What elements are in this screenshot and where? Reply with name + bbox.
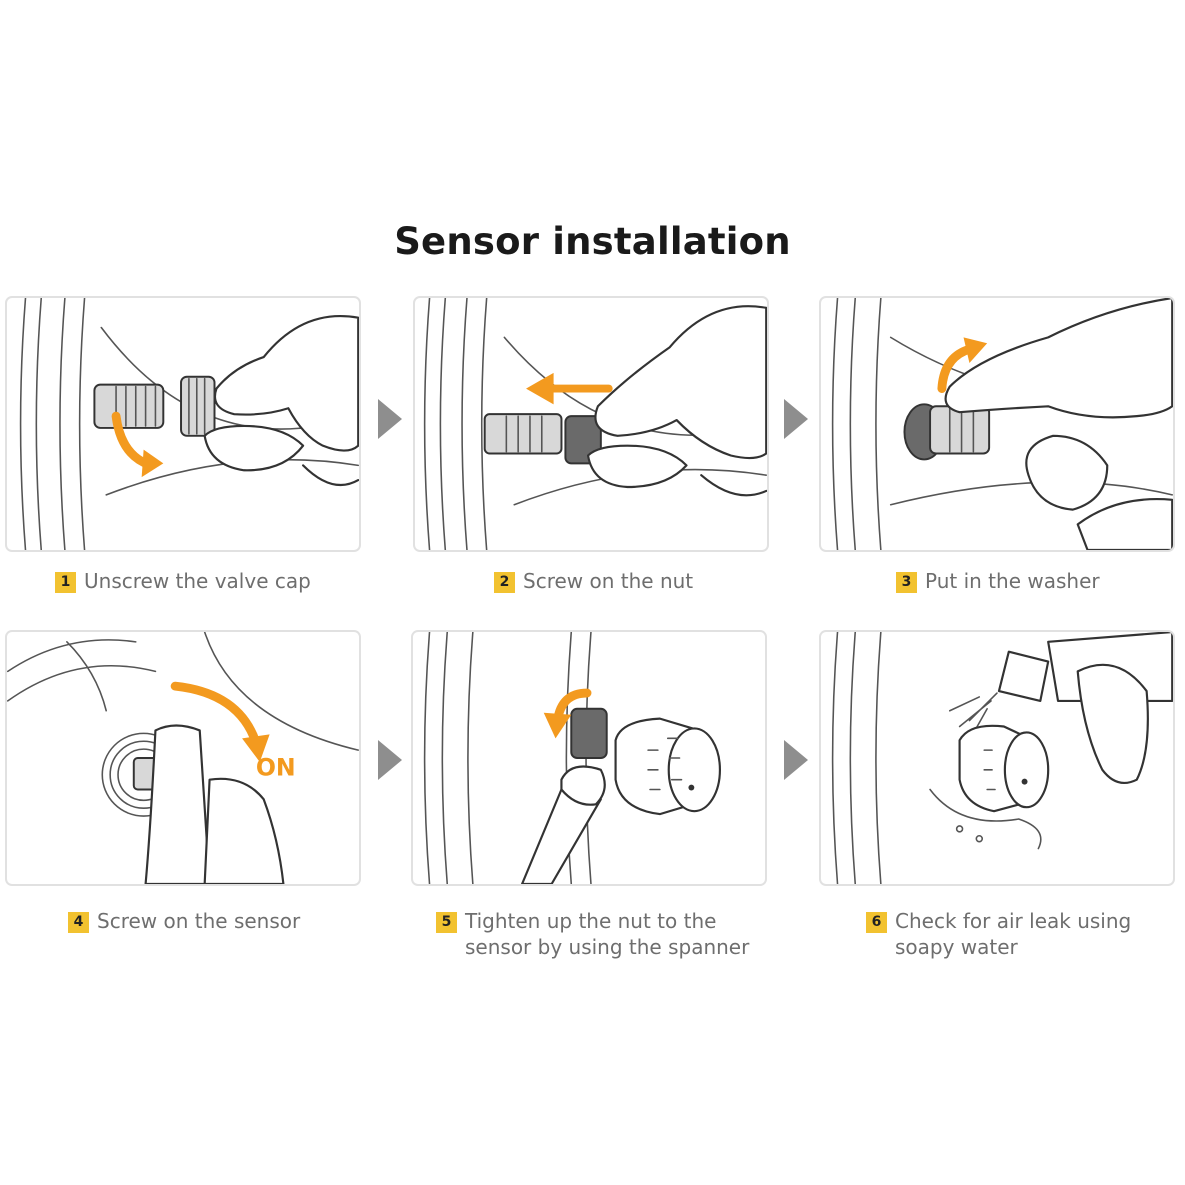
on-label: ON	[256, 754, 296, 782]
step-number-badge: 6	[866, 912, 887, 933]
step-6-text-line-2: soapy water	[895, 935, 1018, 959]
step-6-illustration	[819, 630, 1175, 886]
step-4-illustration: ON	[5, 630, 361, 886]
step-1-illustration	[5, 296, 361, 552]
step-2-text: Screw on the nut	[523, 569, 694, 593]
step-1-text: Unscrew the valve cap	[84, 569, 311, 593]
step-4-text: Screw on the sensor	[97, 909, 301, 933]
step-number-badge: 4	[68, 912, 89, 933]
step-2-caption: 2 Screw on the nut	[494, 568, 693, 594]
page-title: Sensor installation	[394, 220, 791, 263]
step-number-badge: 1	[55, 572, 76, 593]
step-4-caption: 4 Screw on the sensor	[68, 908, 300, 934]
step-1-caption: 1 Unscrew the valve cap	[55, 568, 311, 594]
next-step-arrow-icon	[378, 740, 402, 780]
step-number-badge: 3	[896, 572, 917, 593]
next-step-arrow-icon	[378, 399, 402, 439]
step-5-caption: 5 Tighten up the nut to the sensor by usi…	[436, 908, 749, 960]
step-6-caption: 6 Check for air leak using soapy water	[866, 908, 1131, 960]
step-number-badge: 2	[494, 572, 515, 593]
step-5-illustration	[411, 630, 767, 886]
step-3-illustration	[819, 296, 1175, 552]
step-5-text-line-2: sensor by using the spanner	[465, 935, 750, 959]
step-3-text: Put in the washer	[925, 569, 1100, 593]
next-step-arrow-icon	[784, 399, 808, 439]
step-number-badge: 5	[436, 912, 457, 933]
step-6-text-line-1: Check for air leak using	[895, 909, 1132, 933]
next-step-arrow-icon	[784, 740, 808, 780]
step-5-text-line-1: Tighten up the nut to the	[465, 909, 717, 933]
step-2-illustration	[413, 296, 769, 552]
step-3-caption: 3 Put in the washer	[896, 568, 1100, 594]
